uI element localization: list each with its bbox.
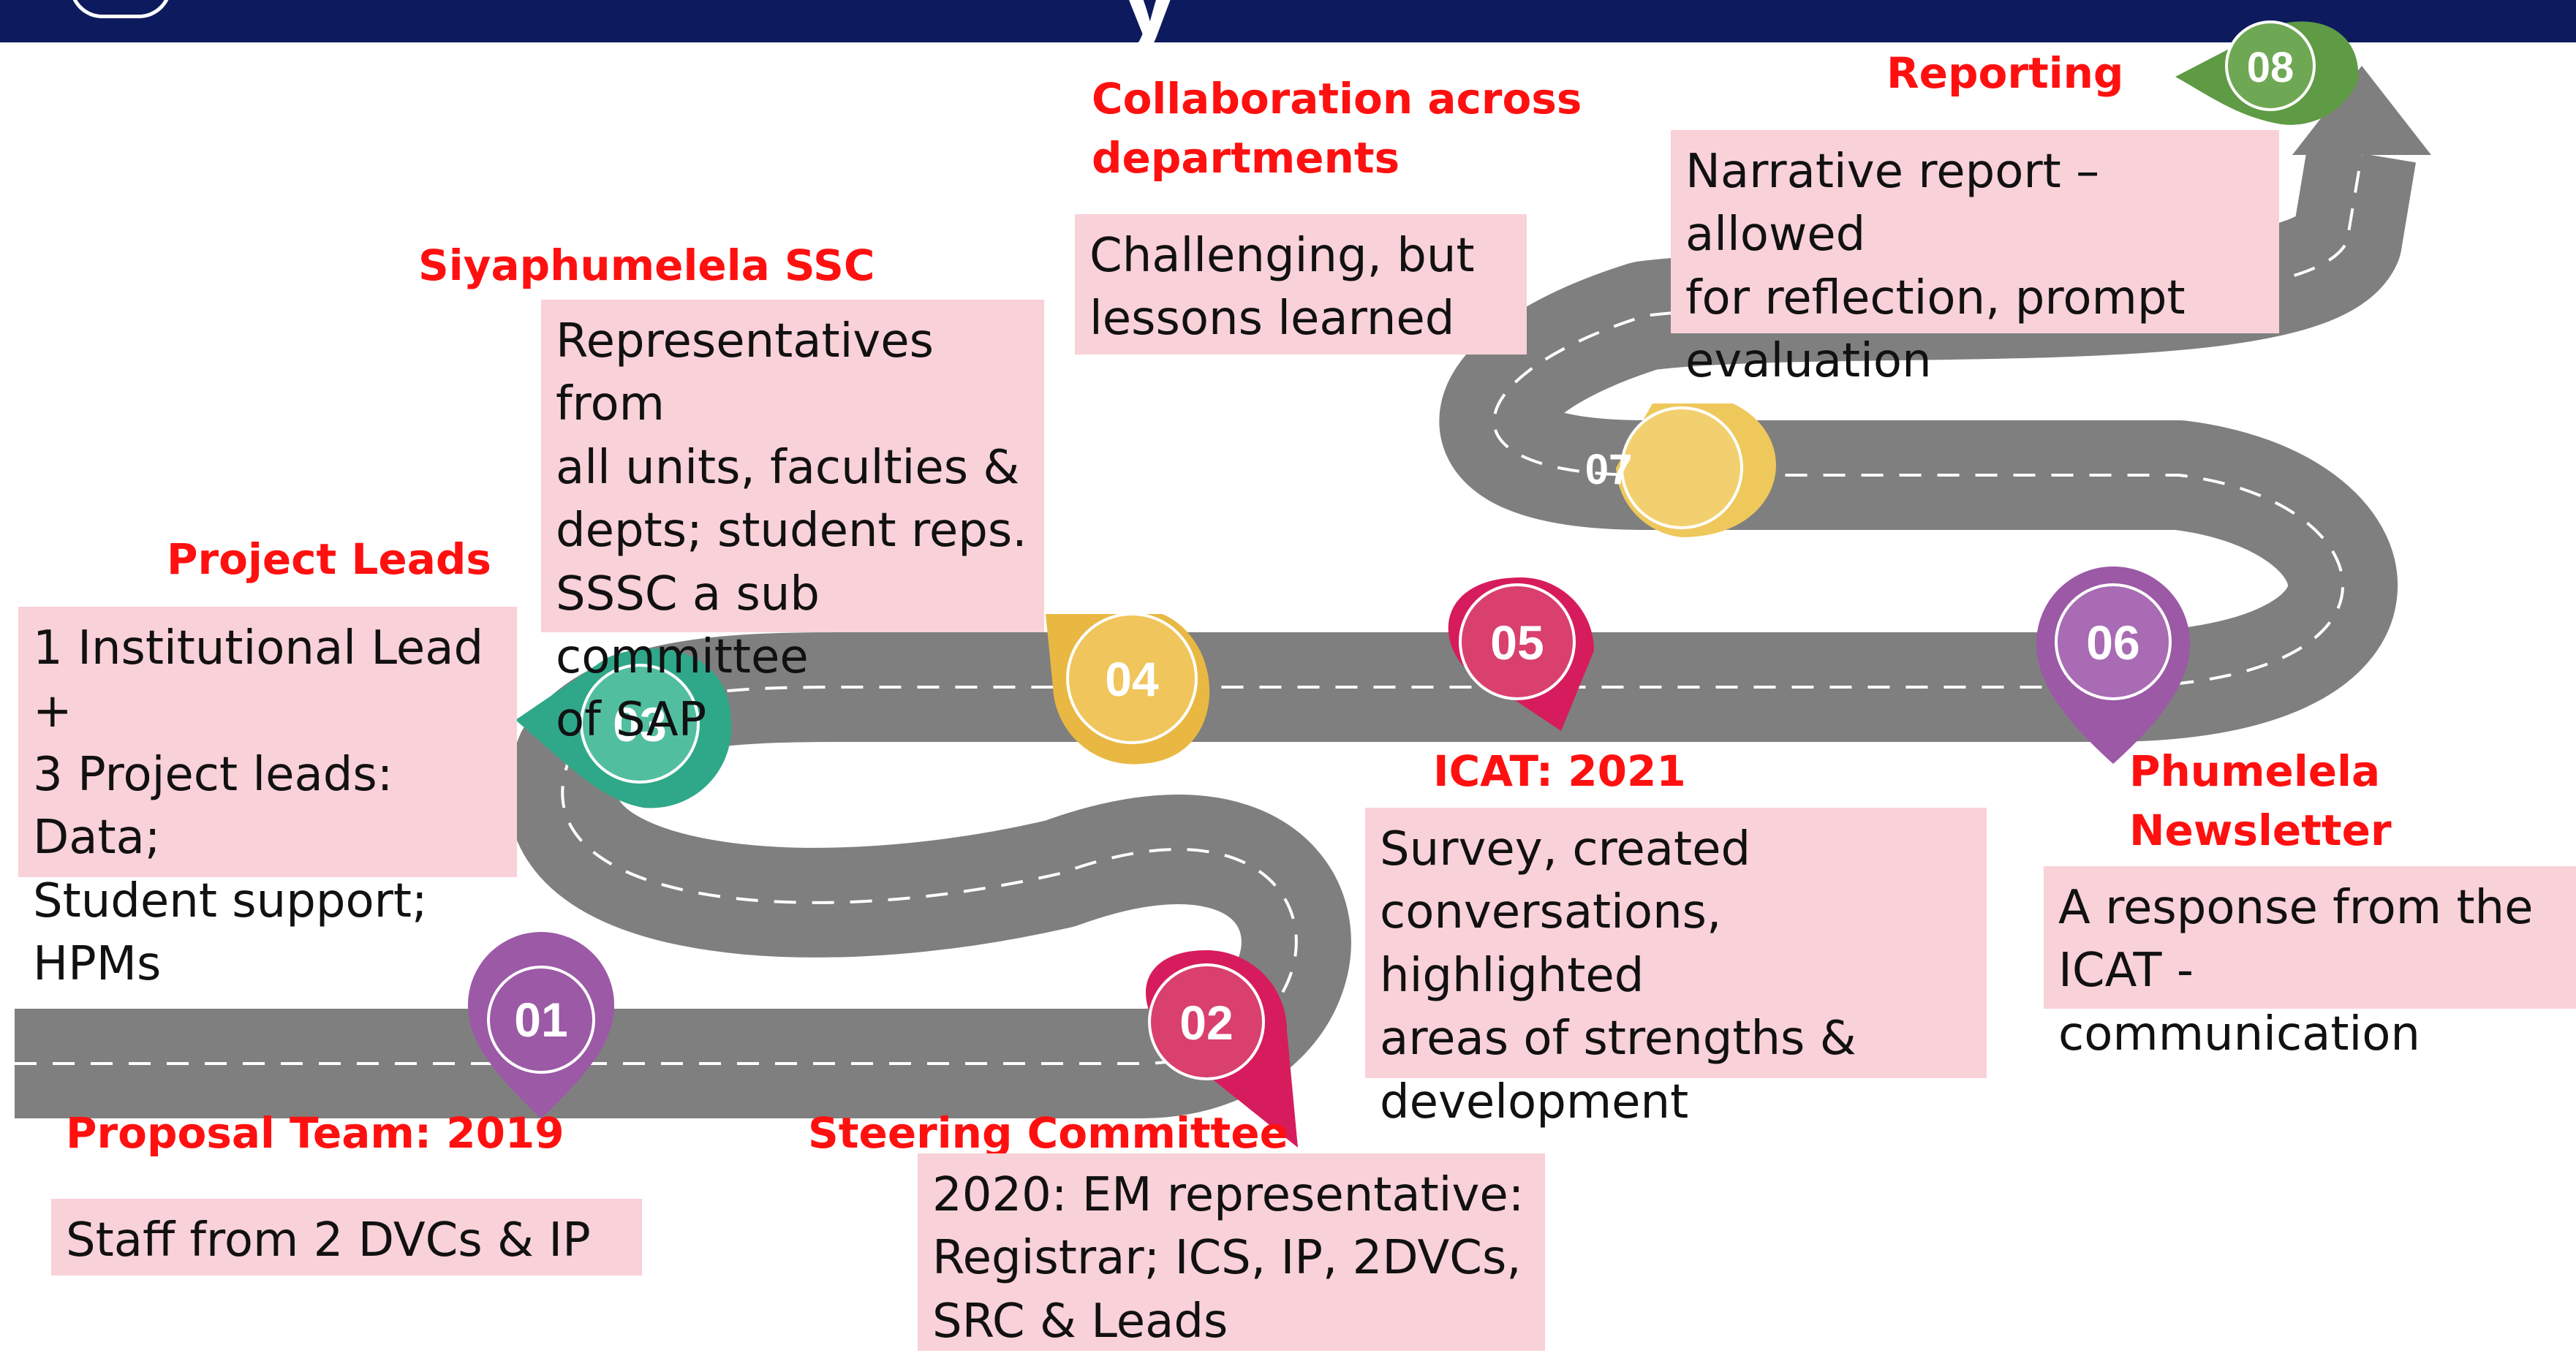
pin-01-number: 01 xyxy=(514,993,567,1047)
milestone-05-description: Survey, created conversations, highlight… xyxy=(1365,808,1987,1129)
pin-03-number: 03 xyxy=(613,697,666,751)
header-title-fragment: y xyxy=(1119,0,1179,51)
pin-06-ring xyxy=(2055,583,2172,700)
pin-02-number: 02 xyxy=(1179,996,1233,1050)
pin-07-number: 07 xyxy=(1585,446,1633,493)
pin-04-number: 04 xyxy=(1105,652,1159,706)
pin-02: 02 xyxy=(1146,950,1298,1148)
milestone-08-title: Reporting xyxy=(1886,48,2124,98)
milestone-06-title: Phumelela Newsletter xyxy=(2129,746,2392,856)
pin-08-number: 08 xyxy=(2247,44,2294,91)
pin-02-ring xyxy=(1148,963,1265,1080)
header-title-text: y xyxy=(1119,0,1179,58)
pin-08: 08 xyxy=(2175,20,2359,125)
pin-03-ring xyxy=(580,664,700,784)
milestone-03-description: 1 Institutional Lead + 3 Project leads: … xyxy=(18,607,517,991)
pin-05-ring xyxy=(1459,583,1576,700)
pin-06-number: 06 xyxy=(2086,615,2139,670)
milestone-01-title: Proposal Team: 2019 xyxy=(66,1108,564,1158)
pin-04: 04 xyxy=(1046,613,1210,765)
milestone-02-description: 2020: EM representative: Registrar; ICS,… xyxy=(918,1153,1545,1351)
pin-05: 05 xyxy=(1448,577,1594,731)
milestone-07-title: Collaboration across departments xyxy=(1092,74,1582,183)
header-bar: y xyxy=(0,0,2576,51)
pin-06: 06 xyxy=(2036,566,2190,764)
milestone-04-description: Representatives from all units, facultie… xyxy=(541,300,1044,747)
pin-03: 03 xyxy=(515,648,732,808)
milestone-08-description: Narrative report – allowed for reflectio… xyxy=(1671,130,2279,388)
milestone-02-title: Steering Committee xyxy=(808,1108,1288,1158)
pin-08-ring xyxy=(2225,20,2316,111)
pin-01: 01 xyxy=(468,932,614,1118)
milestone-05-title: ICAT: 2021 xyxy=(1433,746,1686,796)
road-arrow-head xyxy=(2292,66,2431,155)
milestone-06-description: A response from the ICAT - communication xyxy=(2044,866,2576,1061)
pin-07-ring xyxy=(1620,406,1743,529)
pin-01-ring xyxy=(487,966,595,1074)
pin-07: 07 xyxy=(1585,403,1776,537)
milestone-07-description: Challenging, but lessons learned xyxy=(1075,214,1527,355)
milestone-04-title: Siyaphumelela SSC xyxy=(418,240,875,290)
milestone-03-title: Project Leads xyxy=(167,534,491,584)
pin-05-number: 05 xyxy=(1490,615,1544,670)
pin-01-marker xyxy=(468,932,614,1118)
pin-04-ring xyxy=(1066,613,1198,744)
milestone-01-description: Staff from 2 DVCs & IP xyxy=(51,1199,642,1276)
